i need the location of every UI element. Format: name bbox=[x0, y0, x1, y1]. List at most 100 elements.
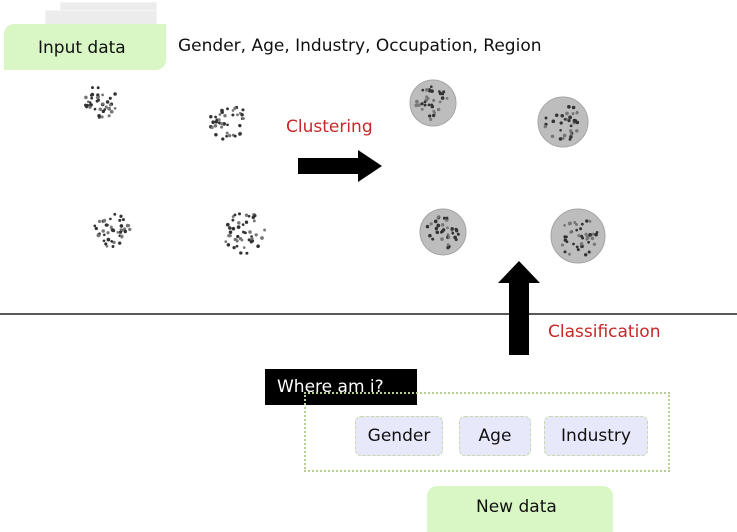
data-point bbox=[236, 113, 239, 117]
data-point bbox=[263, 228, 267, 232]
data-point bbox=[446, 246, 450, 250]
data-point bbox=[226, 123, 229, 127]
data-point bbox=[424, 88, 429, 92]
data-point bbox=[248, 230, 252, 234]
data-point bbox=[580, 222, 584, 226]
data-point bbox=[106, 237, 111, 242]
data-point bbox=[241, 223, 245, 226]
data-point bbox=[550, 134, 555, 139]
data-point bbox=[581, 236, 585, 240]
data-point bbox=[253, 214, 257, 218]
data-point bbox=[438, 90, 441, 93]
data-point bbox=[98, 116, 101, 119]
data-point bbox=[214, 132, 218, 137]
data-point bbox=[575, 245, 579, 249]
data-point bbox=[587, 240, 590, 244]
data-point bbox=[429, 222, 433, 226]
data-point bbox=[90, 96, 94, 100]
feature-frame bbox=[304, 392, 670, 472]
data-point bbox=[571, 112, 575, 116]
data-point bbox=[218, 113, 222, 116]
feature-chip-industry: Industry bbox=[544, 416, 648, 456]
clustering-label: Clustering bbox=[286, 117, 373, 137]
data-point bbox=[100, 115, 104, 119]
data-point bbox=[575, 129, 579, 133]
data-point bbox=[223, 113, 227, 118]
data-point bbox=[569, 132, 573, 136]
data-point bbox=[430, 89, 434, 93]
data-point bbox=[97, 219, 102, 223]
data-point bbox=[595, 231, 599, 234]
data-point bbox=[559, 121, 563, 125]
data-point bbox=[568, 252, 571, 256]
data-point bbox=[88, 101, 92, 104]
data-point bbox=[252, 219, 256, 223]
data-point bbox=[455, 229, 459, 233]
data-point bbox=[96, 93, 100, 97]
data-point bbox=[233, 134, 237, 138]
data-point bbox=[95, 95, 99, 100]
data-point bbox=[237, 221, 241, 225]
data-point bbox=[592, 242, 597, 246]
data-point bbox=[567, 119, 571, 123]
data-point bbox=[231, 109, 235, 112]
data-point bbox=[119, 234, 124, 239]
data-point bbox=[220, 125, 224, 129]
data-point bbox=[244, 220, 249, 224]
data-point bbox=[574, 222, 579, 227]
data-point bbox=[456, 232, 460, 236]
data-point bbox=[431, 113, 436, 118]
data-point bbox=[558, 137, 563, 141]
data-point bbox=[89, 93, 93, 97]
data-point bbox=[433, 111, 437, 115]
data-point bbox=[241, 108, 245, 112]
data-point bbox=[220, 110, 224, 115]
data-point bbox=[429, 117, 433, 122]
data-point bbox=[433, 219, 438, 224]
data-point bbox=[428, 88, 431, 91]
cluster-points-top-left bbox=[414, 85, 449, 122]
data-point bbox=[222, 122, 226, 126]
data-point bbox=[426, 97, 430, 100]
data-point bbox=[121, 218, 125, 222]
classification-label: Classification bbox=[548, 322, 661, 342]
data-point bbox=[119, 228, 123, 232]
data-point bbox=[211, 120, 215, 124]
data-point bbox=[239, 251, 243, 255]
data-point bbox=[428, 114, 432, 118]
data-point bbox=[436, 216, 440, 219]
data-point bbox=[428, 233, 432, 238]
data-point bbox=[101, 229, 105, 233]
data-point bbox=[441, 228, 446, 232]
data-point bbox=[244, 231, 247, 235]
data-point bbox=[583, 253, 588, 257]
data-point bbox=[423, 100, 427, 104]
data-point bbox=[544, 116, 548, 120]
data-point bbox=[101, 102, 104, 106]
data-point bbox=[591, 232, 595, 236]
data-point bbox=[119, 214, 123, 218]
data-point bbox=[241, 230, 245, 234]
data-point bbox=[450, 227, 454, 231]
data-point bbox=[559, 129, 562, 132]
data-point bbox=[436, 107, 441, 112]
data-point bbox=[241, 117, 245, 120]
data-point bbox=[233, 237, 237, 242]
data-point-clouds bbox=[84, 85, 599, 257]
data-point bbox=[225, 222, 230, 227]
data-point bbox=[574, 119, 578, 122]
data-point bbox=[102, 239, 106, 243]
data-point bbox=[91, 86, 94, 90]
data-point bbox=[231, 113, 235, 117]
data-point bbox=[232, 245, 236, 250]
data-point bbox=[569, 124, 573, 128]
data-point bbox=[109, 217, 112, 221]
data-point bbox=[247, 214, 251, 218]
data-point bbox=[435, 230, 440, 235]
data-point bbox=[213, 123, 218, 128]
data-point bbox=[254, 233, 258, 237]
data-point bbox=[256, 244, 260, 248]
data-point bbox=[226, 243, 231, 247]
data-point bbox=[250, 236, 254, 241]
data-point bbox=[240, 113, 244, 117]
